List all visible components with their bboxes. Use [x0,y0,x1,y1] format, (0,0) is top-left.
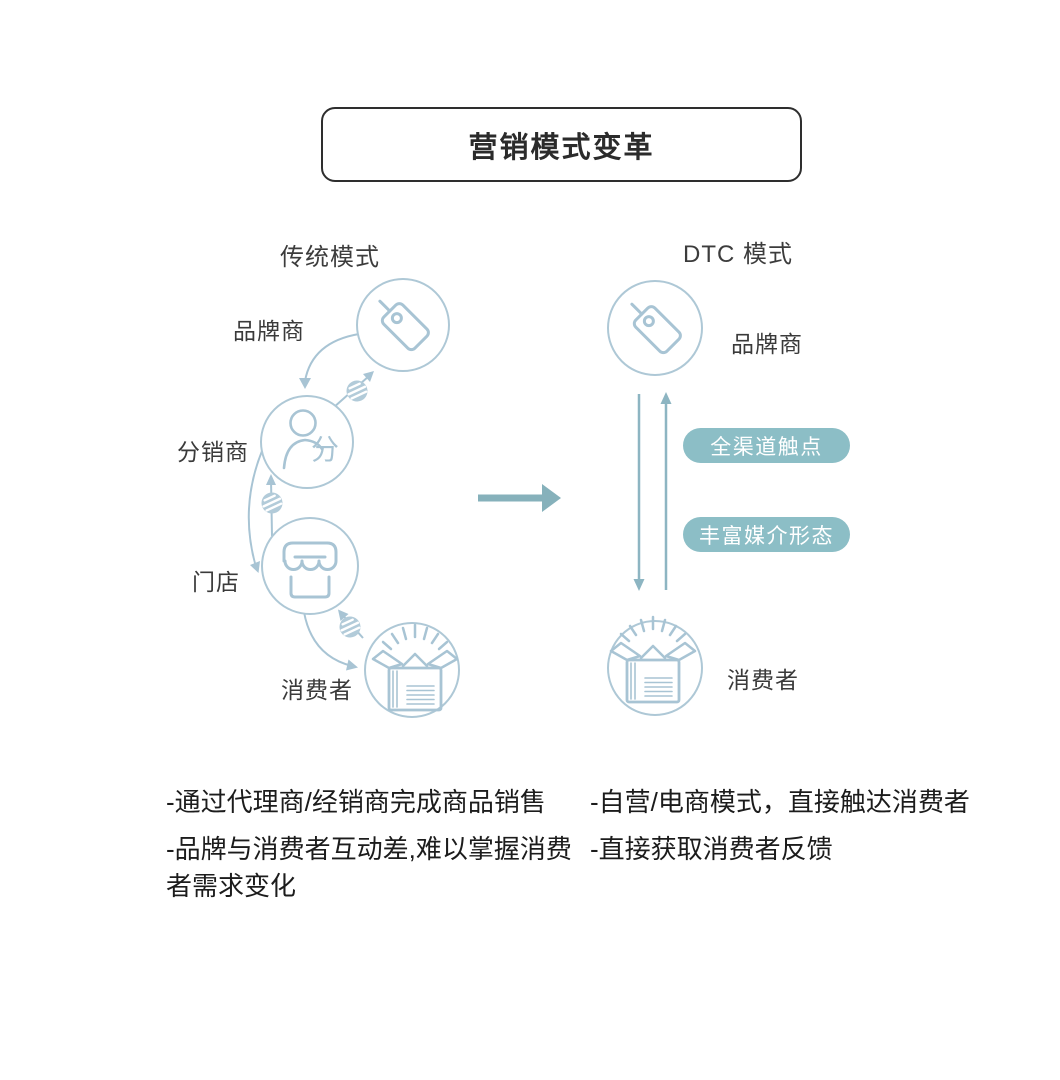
label-brand-traditional: 品牌商 [233,318,305,344]
arrowhead [338,609,349,621]
dtc-heading: DTC 模式 [683,241,793,268]
arrowhead [250,561,260,573]
note-item: -自营/电商模式，直接触达消费者 [590,787,970,817]
consumer-node-circle [364,622,460,718]
store-node-circle [261,517,359,615]
label-consumer-traditional: 消费者 [281,677,353,703]
note-item: -直接获取消费者反馈 [590,833,833,864]
distributor-glyph: 分 [311,434,339,465]
arrow-brand-to-distributor [304,333,360,382]
arrowhead [299,378,311,389]
brand-node-circle [356,278,450,372]
arrowhead [363,371,374,382]
pill-omnichannel-touchpoints: 全渠道触点 [683,428,850,463]
right-arrow [478,484,561,512]
arrow-distributor-to-store [247,450,263,568]
note-item: -通过代理商/经销商完成商品销售 [166,787,546,817]
label-store: 门店 [192,569,240,595]
traditional-flow: 分 [247,278,460,718]
arrowhead [346,659,358,671]
coin-icon [256,487,288,519]
traditional-heading: 传统模式 [280,244,380,271]
storefront-icon [282,541,338,599]
brand-node-circle [607,280,703,376]
page-title: 营销模式变革 [468,131,655,164]
arrowhead [633,579,645,591]
dtc-flow [607,280,703,716]
note-item: -品牌与消费者互动差,难以掌握消费者需求变化 [166,833,572,902]
coin-icon [341,375,373,407]
pill-rich-media-forms: 丰富媒介形态 [683,517,850,552]
arrow-store-to-consumer [303,611,353,667]
traditional-notes: -通过代理商/经销商完成商品销售 -品牌与消费者互动差,难以掌握消费者需求变化 [166,784,574,915]
arrowhead [660,392,672,404]
title-box: 营销模式变革 [321,107,802,182]
label-consumer-dtc: 消费者 [727,667,799,693]
person-icon: 分 [282,409,339,470]
label-brand-dtc: 品牌商 [731,331,803,357]
arrowhead [266,474,276,485]
label-distributor: 分销商 [177,439,249,465]
dtc-notes: -自营/电商模式，直接触达消费者 -直接获取消费者反馈 [590,784,1042,877]
